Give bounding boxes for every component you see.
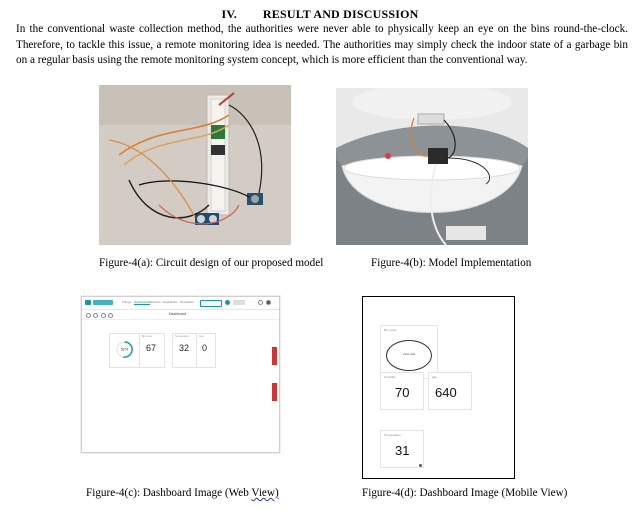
temperature-card[interactable]: Temperature 31 bbox=[380, 430, 424, 468]
upgrade-button[interactable] bbox=[200, 300, 222, 307]
side-tab-indicator[interactable] bbox=[272, 347, 277, 365]
plan-badge-icon bbox=[93, 300, 113, 305]
value-widget-gas[interactable]: Gas 0 bbox=[196, 333, 216, 368]
card-label: Humidity bbox=[384, 375, 396, 379]
card-label: Bin Level bbox=[384, 328, 397, 332]
account-menu[interactable] bbox=[233, 300, 245, 305]
mobile-view-icon[interactable] bbox=[101, 313, 106, 318]
caption-text: Figure-4(c): Dashboard Image (Web bbox=[86, 487, 252, 499]
nav-item-templates[interactable]: Templates bbox=[180, 300, 194, 304]
humidity-card[interactable]: Humidity 70 bbox=[380, 372, 424, 410]
circuit-photo-image bbox=[99, 85, 291, 245]
circuit-photo bbox=[99, 85, 291, 245]
nav-item-integrations[interactable]: Integrations bbox=[162, 300, 178, 304]
gauge-widget[interactable]: 52% bbox=[109, 333, 141, 368]
widget-value: 32 bbox=[179, 343, 190, 353]
widget-value: 67 bbox=[146, 343, 157, 353]
bin-level-gauge: 52% bbox=[116, 341, 133, 358]
scroll-dot-icon bbox=[419, 464, 422, 467]
web-toolbar: Dashboard bbox=[82, 310, 279, 320]
card-label: gas bbox=[432, 375, 437, 379]
bin-level-card[interactable]: Bin Level status data bbox=[380, 325, 438, 379]
figure-caption-b: Figure-4(b): Model Implementation bbox=[371, 257, 532, 269]
figure-caption-d: Figure-4(d): Dashboard Image (Mobile Vie… bbox=[362, 487, 568, 499]
web-topbar: Things Dashboards Devices Integrations T… bbox=[82, 297, 279, 310]
widget-value: 0 bbox=[202, 343, 208, 353]
account-avatar[interactable] bbox=[225, 300, 230, 305]
model-photo-image bbox=[336, 88, 528, 245]
value-widget-temperature[interactable]: Temperature 32 bbox=[172, 333, 198, 368]
nav-item-devices[interactable]: Devices bbox=[150, 300, 161, 304]
mobile-dashboard-screenshot: Bin Level status data Humidity 70 gas 64… bbox=[362, 296, 515, 479]
gauge-value: 52% bbox=[121, 348, 129, 352]
settings-icon[interactable] bbox=[108, 313, 113, 318]
share-icon[interactable] bbox=[93, 313, 98, 318]
web-dashboard-screenshot: Things Dashboards Devices Integrations T… bbox=[81, 296, 280, 453]
card-value: 70 bbox=[395, 385, 410, 400]
card-label: Temperature bbox=[384, 433, 401, 437]
model-photo bbox=[336, 88, 528, 245]
widget-label: Bin Level bbox=[142, 335, 153, 338]
apps-grid-icon[interactable] bbox=[258, 300, 263, 305]
dashboard-title: Dashboard bbox=[169, 312, 187, 316]
user-avatar-icon[interactable] bbox=[266, 300, 271, 305]
bin-level-indicator: status data bbox=[386, 340, 432, 371]
figure-caption-a: Figure-4(a): Circuit design of our propo… bbox=[99, 257, 324, 269]
section-heading: IV. RESULT AND DISCUSSION bbox=[0, 7, 640, 22]
widget-label: Temperature bbox=[175, 335, 190, 338]
brand-logo-icon bbox=[85, 300, 91, 305]
section-title: RESULT AND DISCUSSION bbox=[262, 7, 419, 21]
side-tab-indicator[interactable] bbox=[272, 383, 277, 401]
edit-icon[interactable] bbox=[86, 313, 91, 318]
card-value: 640 bbox=[435, 385, 457, 400]
section-number: IV. bbox=[221, 7, 237, 21]
figure-caption-c: Figure-4(c): Dashboard Image (Web View) bbox=[86, 487, 279, 499]
body-paragraph: In the conventional waste collection met… bbox=[16, 23, 628, 66]
widget-label: Gas bbox=[199, 335, 204, 338]
nav-item-dashboards[interactable]: Dashboards bbox=[134, 300, 151, 305]
value-widget-bin-level[interactable]: Bin Level 67 bbox=[139, 333, 165, 368]
card-value: 31 bbox=[395, 443, 410, 458]
nav-item-things[interactable]: Things bbox=[122, 300, 132, 304]
indicator-text: status data bbox=[402, 353, 416, 356]
gas-card[interactable]: gas 640 bbox=[428, 372, 472, 410]
caption-spellcheck-word: View) bbox=[251, 487, 279, 499]
